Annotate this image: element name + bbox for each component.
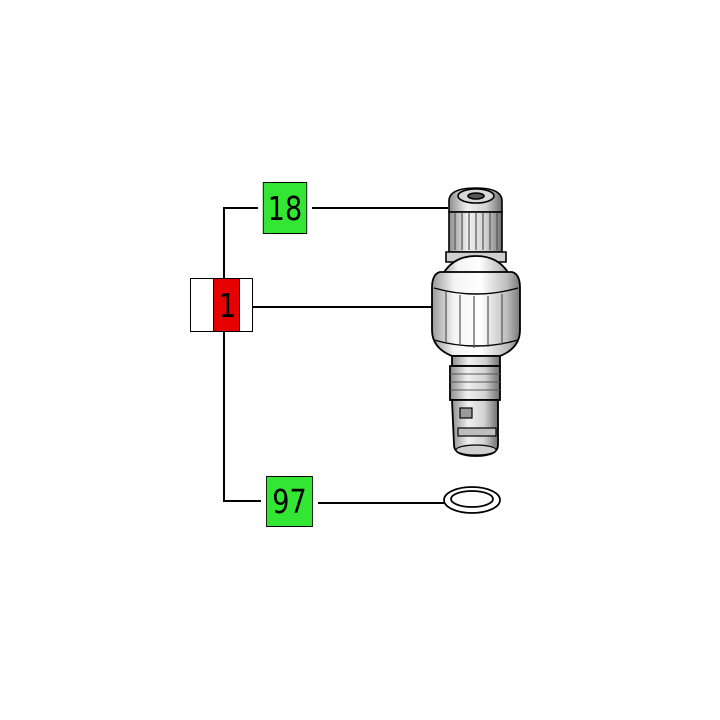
callout-1[interactable]: 1 — [190, 278, 253, 332]
callout-18[interactable]: 18 — [262, 182, 308, 234]
callout-1-highlight — [213, 279, 240, 331]
leader-line-18 — [223, 207, 258, 278]
armature-rotor-icon[interactable] — [431, 255, 521, 457]
o-ring-icon[interactable] — [443, 486, 501, 514]
callout-1-label: 1 — [218, 285, 237, 325]
gear-pinion-icon[interactable] — [445, 187, 507, 263]
leader-lines — [223, 207, 448, 504]
callout-18-label: 18 — [267, 188, 303, 228]
callout-97[interactable]: 97 — [266, 476, 313, 527]
callout-97-label: 97 — [272, 482, 307, 521]
leader-line-97 — [223, 332, 261, 502]
